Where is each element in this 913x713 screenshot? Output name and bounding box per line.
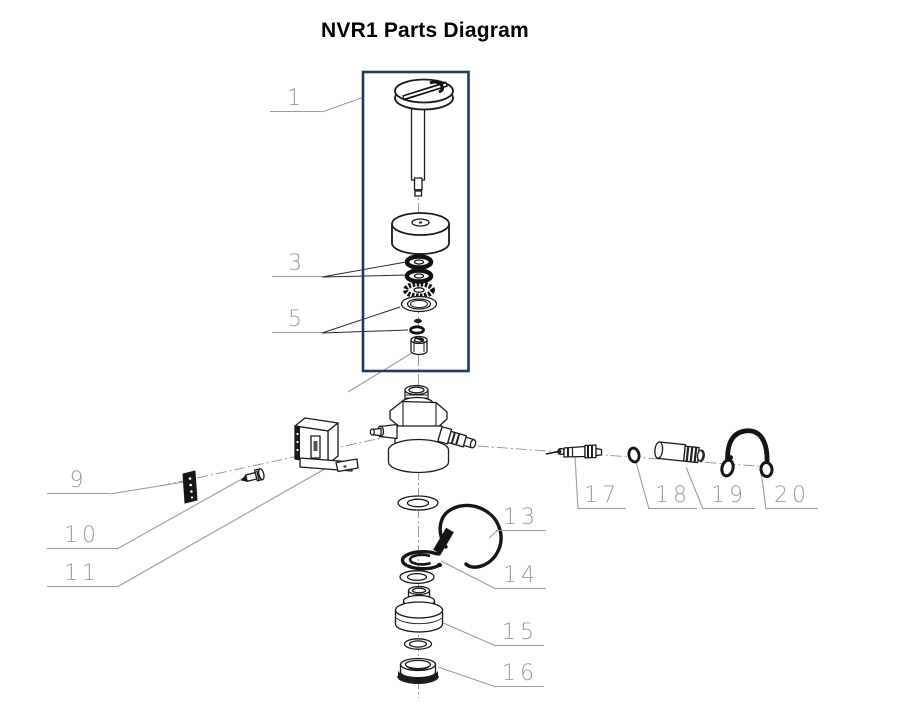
valve-body-part (369, 384, 477, 474)
nut-pointer-line (347, 352, 413, 393)
needle-part (545, 444, 603, 459)
hook-clip-part (433, 503, 503, 569)
bail-clamp-part (720, 428, 774, 478)
right-fitting (437, 426, 477, 449)
callout-20: 20 (766, 485, 818, 509)
e-clip-part (400, 550, 443, 571)
seat-cylinder-part (391, 212, 450, 255)
callout-9: 9 (47, 470, 110, 494)
callout-3: 3 (272, 253, 322, 277)
screw-part (240, 468, 265, 482)
callout-5: 5 (272, 309, 322, 333)
leader-lines (109, 96, 767, 688)
left-axis-line (159, 433, 401, 487)
callout-13: 13 (496, 507, 546, 531)
callout-18: 18 (649, 485, 697, 509)
piston-cap-part (394, 585, 444, 633)
lower-washer (397, 495, 439, 511)
oring-stack (400, 254, 438, 356)
axis-lines (159, 108, 771, 698)
plunger-part (394, 78, 454, 197)
callout-1: 1 (270, 88, 322, 112)
callout-15: 15 (496, 622, 544, 646)
disc-part (627, 446, 641, 464)
knurled-ring-icon (403, 281, 435, 299)
cup-seal-part (397, 657, 439, 684)
tiny-oring-icon (409, 325, 425, 335)
solenoid-coil-part (294, 417, 359, 473)
assembly-highlight-box (361, 70, 470, 373)
callout-10: 10 (47, 525, 117, 549)
right-axis-line (477, 445, 771, 468)
callout-17: 17 (578, 485, 626, 509)
callout-16: 16 (496, 663, 544, 687)
callout-19: 19 (703, 485, 755, 509)
small-oring-lower (403, 638, 433, 650)
oring-washer-icon (404, 254, 434, 270)
callout-14: 14 (496, 565, 546, 589)
flat-washer-lower (399, 570, 435, 584)
stem-nut-icon (410, 335, 428, 356)
callout-11: 11 (47, 563, 117, 587)
page-title: NVR1 Parts Diagram (321, 19, 529, 42)
tiny-ball-icon (414, 318, 422, 324)
terminal-plate-part (182, 470, 198, 504)
filter-cartridge-part (654, 441, 705, 464)
